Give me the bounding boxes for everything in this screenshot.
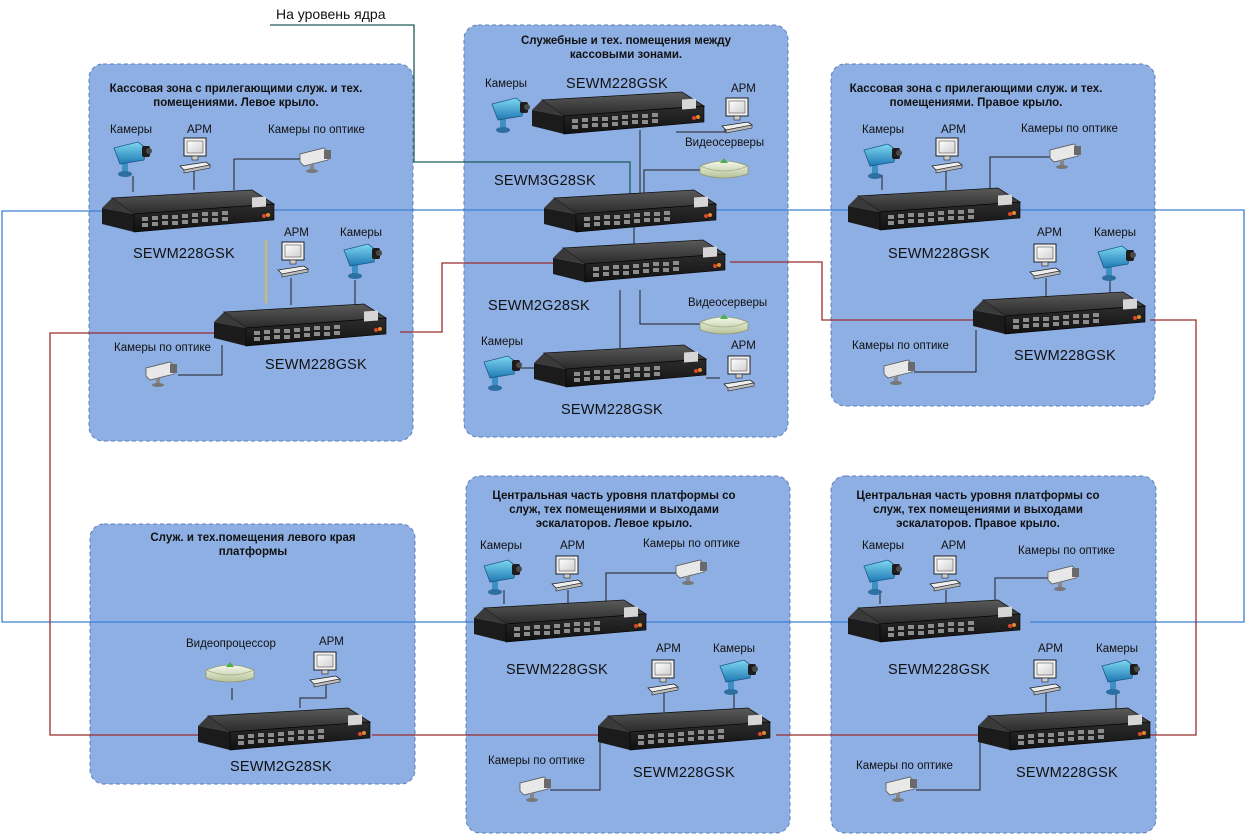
access-links: [132, 128, 1117, 791]
workstation-label: АРМ: [731, 340, 756, 352]
switch-label: SEWM228GSK: [133, 246, 235, 262]
workstation-icon: [277, 241, 309, 278]
video-processor-label: Видеопроцессор: [186, 638, 276, 650]
zone-title-left-cash: Кассовая зона с прилегающими служ. и тех…: [109, 83, 363, 109]
workstation-label: АРМ: [319, 636, 344, 648]
camera-label: Камеры: [481, 336, 524, 348]
camera-label: Камеры: [862, 124, 905, 136]
switch-label: SEWM228GSK: [265, 357, 367, 373]
optic-camera-label: Камеры по оптике: [1018, 545, 1115, 557]
workstation-label: АРМ: [284, 227, 309, 239]
core-uplink-label: На уровень ядра: [276, 6, 386, 22]
workstation-label: АРМ: [941, 124, 966, 136]
optic-camera-label: Камеры по оптике: [643, 538, 740, 550]
workstation-label: АРМ: [187, 124, 212, 136]
workstation-icon: [1029, 243, 1061, 280]
optic-camera-label: Камеры по оптике: [1021, 123, 1118, 135]
zone-title-left-edge: Служ. и тех.помещения левого края платфо…: [150, 532, 356, 558]
video-servers-label: Видеосерверы: [688, 297, 768, 309]
camera-label: Камеры: [1094, 227, 1137, 239]
switch-label: SEWM228GSK: [506, 662, 608, 678]
camera-label: Камеры: [862, 540, 905, 552]
optic-camera-label: Камеры по оптике: [268, 124, 365, 136]
workstation-icon: [1029, 659, 1061, 696]
switch-label: SEWM228GSK: [561, 402, 663, 418]
switch-label: SEWM2G28SK: [230, 759, 332, 775]
camera-label: Камеры: [713, 643, 756, 655]
switch-label: SEWM2G28SK: [488, 298, 590, 314]
workstation-icon: [931, 137, 963, 174]
switch-label: SEWM228GSK: [888, 662, 990, 678]
zone-title-central-right: Центральная часть уровня платформы со сл…: [856, 490, 1100, 530]
optic-camera-label: Камеры по оптике: [114, 342, 211, 354]
workstation-icon: [721, 97, 753, 134]
zone-title-central-left: Центральная часть уровня платформы со сл…: [492, 490, 736, 530]
workstation-label: АРМ: [731, 83, 756, 95]
switch-label: SEWM228GSK: [1014, 348, 1116, 364]
workstation-icon: [551, 555, 583, 592]
switch-label: SEWM228GSK: [1016, 765, 1118, 781]
video-servers-label: Видеосерверы: [685, 137, 765, 149]
camera-label: Камеры: [340, 227, 383, 239]
core-uplink: [270, 24, 631, 198]
optic-camera-label: Камеры по оптике: [852, 340, 949, 352]
zone-title-right-cash: Кассовая зона с прилегающими служ. и тех…: [849, 83, 1103, 109]
switch-label: SEWM228GSK: [633, 765, 735, 781]
switch-label: SEWM3G28SK: [494, 173, 596, 189]
zone-title-center-service: Служебные и тех. помещения между кассовы…: [520, 35, 732, 61]
workstation-icon: [723, 355, 755, 392]
workstation-icon: [309, 651, 341, 688]
switch-label: SEWM228GSK: [888, 246, 990, 262]
optic-camera-label: Камеры по оптике: [856, 760, 953, 772]
red-ring: [49, 261, 1197, 736]
optic-camera-label: Камеры по оптике: [488, 755, 585, 767]
blue-ring: [1, 209, 1245, 623]
workstation-icon: [647, 659, 679, 696]
workstation-label: АРМ: [941, 540, 966, 552]
camera-label: Камеры: [110, 124, 153, 136]
switch-label: SEWM228GSK: [566, 76, 668, 92]
workstation-icon: [179, 137, 211, 174]
workstation-label: АРМ: [560, 540, 585, 552]
workstation-label: АРМ: [1038, 643, 1063, 655]
camera-label: Камеры: [485, 78, 528, 90]
workstation-label: АРМ: [656, 643, 681, 655]
workstation-label: АРМ: [1037, 227, 1062, 239]
workstation-icon: [929, 555, 961, 592]
zone-left-cash: [88, 63, 414, 442]
camera-label: Камеры: [1096, 643, 1139, 655]
camera-label: Камеры: [480, 540, 523, 552]
zone-central-left: [465, 475, 791, 834]
